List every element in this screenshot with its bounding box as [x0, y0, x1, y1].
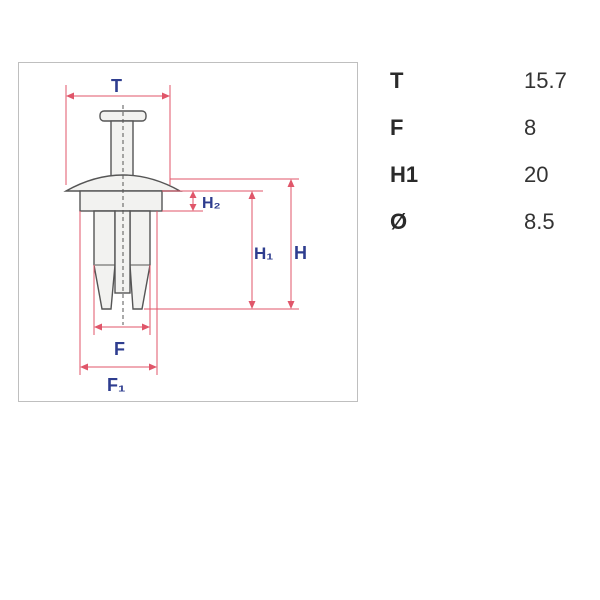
spec-row-diameter: Ø 8.5: [390, 209, 590, 256]
spec-value: 8: [524, 115, 537, 140]
spec-row-h1: H1 20: [390, 162, 590, 209]
spec-value: 8.5: [524, 209, 555, 234]
rivet-part: [63, 110, 183, 310]
diagram-frame: T H₂ H₁ H F F₁: [18, 62, 358, 402]
dimension-lines: [65, 85, 299, 375]
dim-label-f1: F₁: [107, 375, 125, 395]
spec-key: H1: [390, 162, 419, 187]
spec-table: T 15.7 F 8 H1 20 Ø 8.5: [390, 68, 590, 256]
spec-key: F: [390, 115, 404, 140]
push-rivet-diagram: T H₂ H₁ H F F₁: [63, 76, 307, 395]
dim-label-t: T: [111, 76, 122, 96]
spec-key: T: [390, 68, 404, 93]
dim-label-h2: H₂: [202, 195, 221, 212]
left-leg: [93, 210, 116, 310]
spec-row-t: T 15.7: [390, 68, 590, 115]
right-leg: [129, 210, 151, 310]
pin-shaft: [110, 120, 134, 180]
spec-value: 20: [524, 162, 549, 187]
dim-label-h: H: [294, 243, 307, 263]
spec-row-f: F 8: [390, 115, 590, 162]
spec-value: 15.7: [524, 68, 567, 93]
dim-label-f: F: [114, 339, 125, 359]
spec-key: Ø: [390, 209, 408, 234]
collar: [79, 190, 163, 212]
dim-label-h1: H₁: [254, 244, 273, 263]
